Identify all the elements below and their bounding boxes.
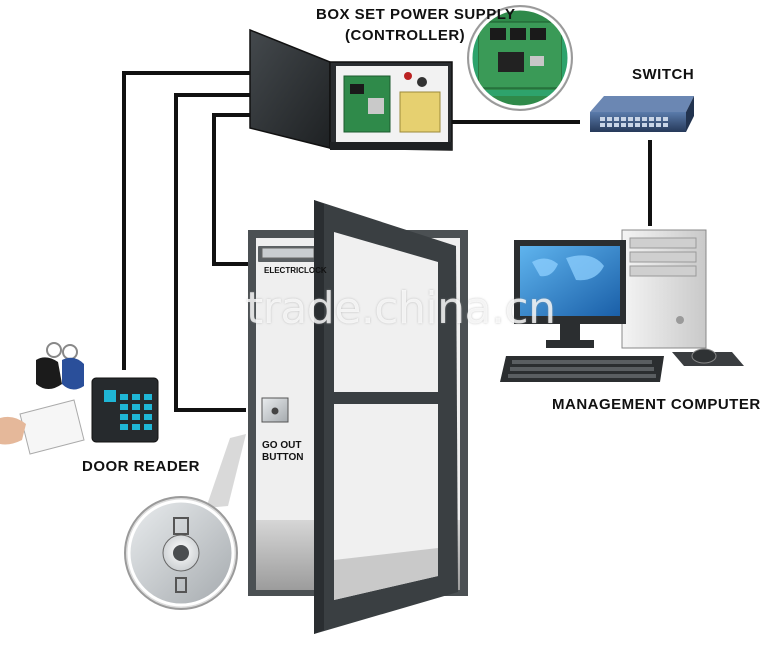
- controller-sublabel: (CONTROLLER): [345, 27, 466, 44]
- go-out-label: GO OUT: [262, 440, 302, 451]
- electric-lock-icon: [261, 247, 315, 259]
- watermark: trade.china.cn: [246, 283, 556, 334]
- keypad-reader-icon: [91, 377, 159, 443]
- go-out-sublabel: BUTTON: [262, 452, 304, 463]
- wiring: [122, 71, 652, 412]
- open-door-leaf: [314, 200, 458, 634]
- pcb-zoom-icon: [467, 5, 573, 111]
- rfid-keyfob-icon: [36, 342, 84, 390]
- rfid-card-icon: [0, 399, 85, 455]
- switch-label: SWITCH: [632, 66, 695, 83]
- exit-button-icon: [127, 499, 235, 607]
- wire-controller-to-lock: [212, 113, 258, 266]
- controller-label: BOX SET POWER SUPPLY: [316, 6, 516, 23]
- desktop-computer-icon: [500, 229, 744, 382]
- network-switch-icon: [590, 96, 694, 132]
- management-computer-label: MANAGEMENT COMPUTER: [552, 396, 760, 413]
- exit-button-zoom: [124, 434, 246, 610]
- wire-controller-to-exit-button: [174, 93, 252, 412]
- electric-lock-label: ELECTRICLOCK: [264, 266, 327, 275]
- door-reader-label: DOOR READER: [82, 458, 201, 475]
- controller-box-icon: [249, 28, 453, 151]
- exit-button-small-icon: [261, 397, 289, 423]
- wire-controller-to-reader: [122, 71, 252, 370]
